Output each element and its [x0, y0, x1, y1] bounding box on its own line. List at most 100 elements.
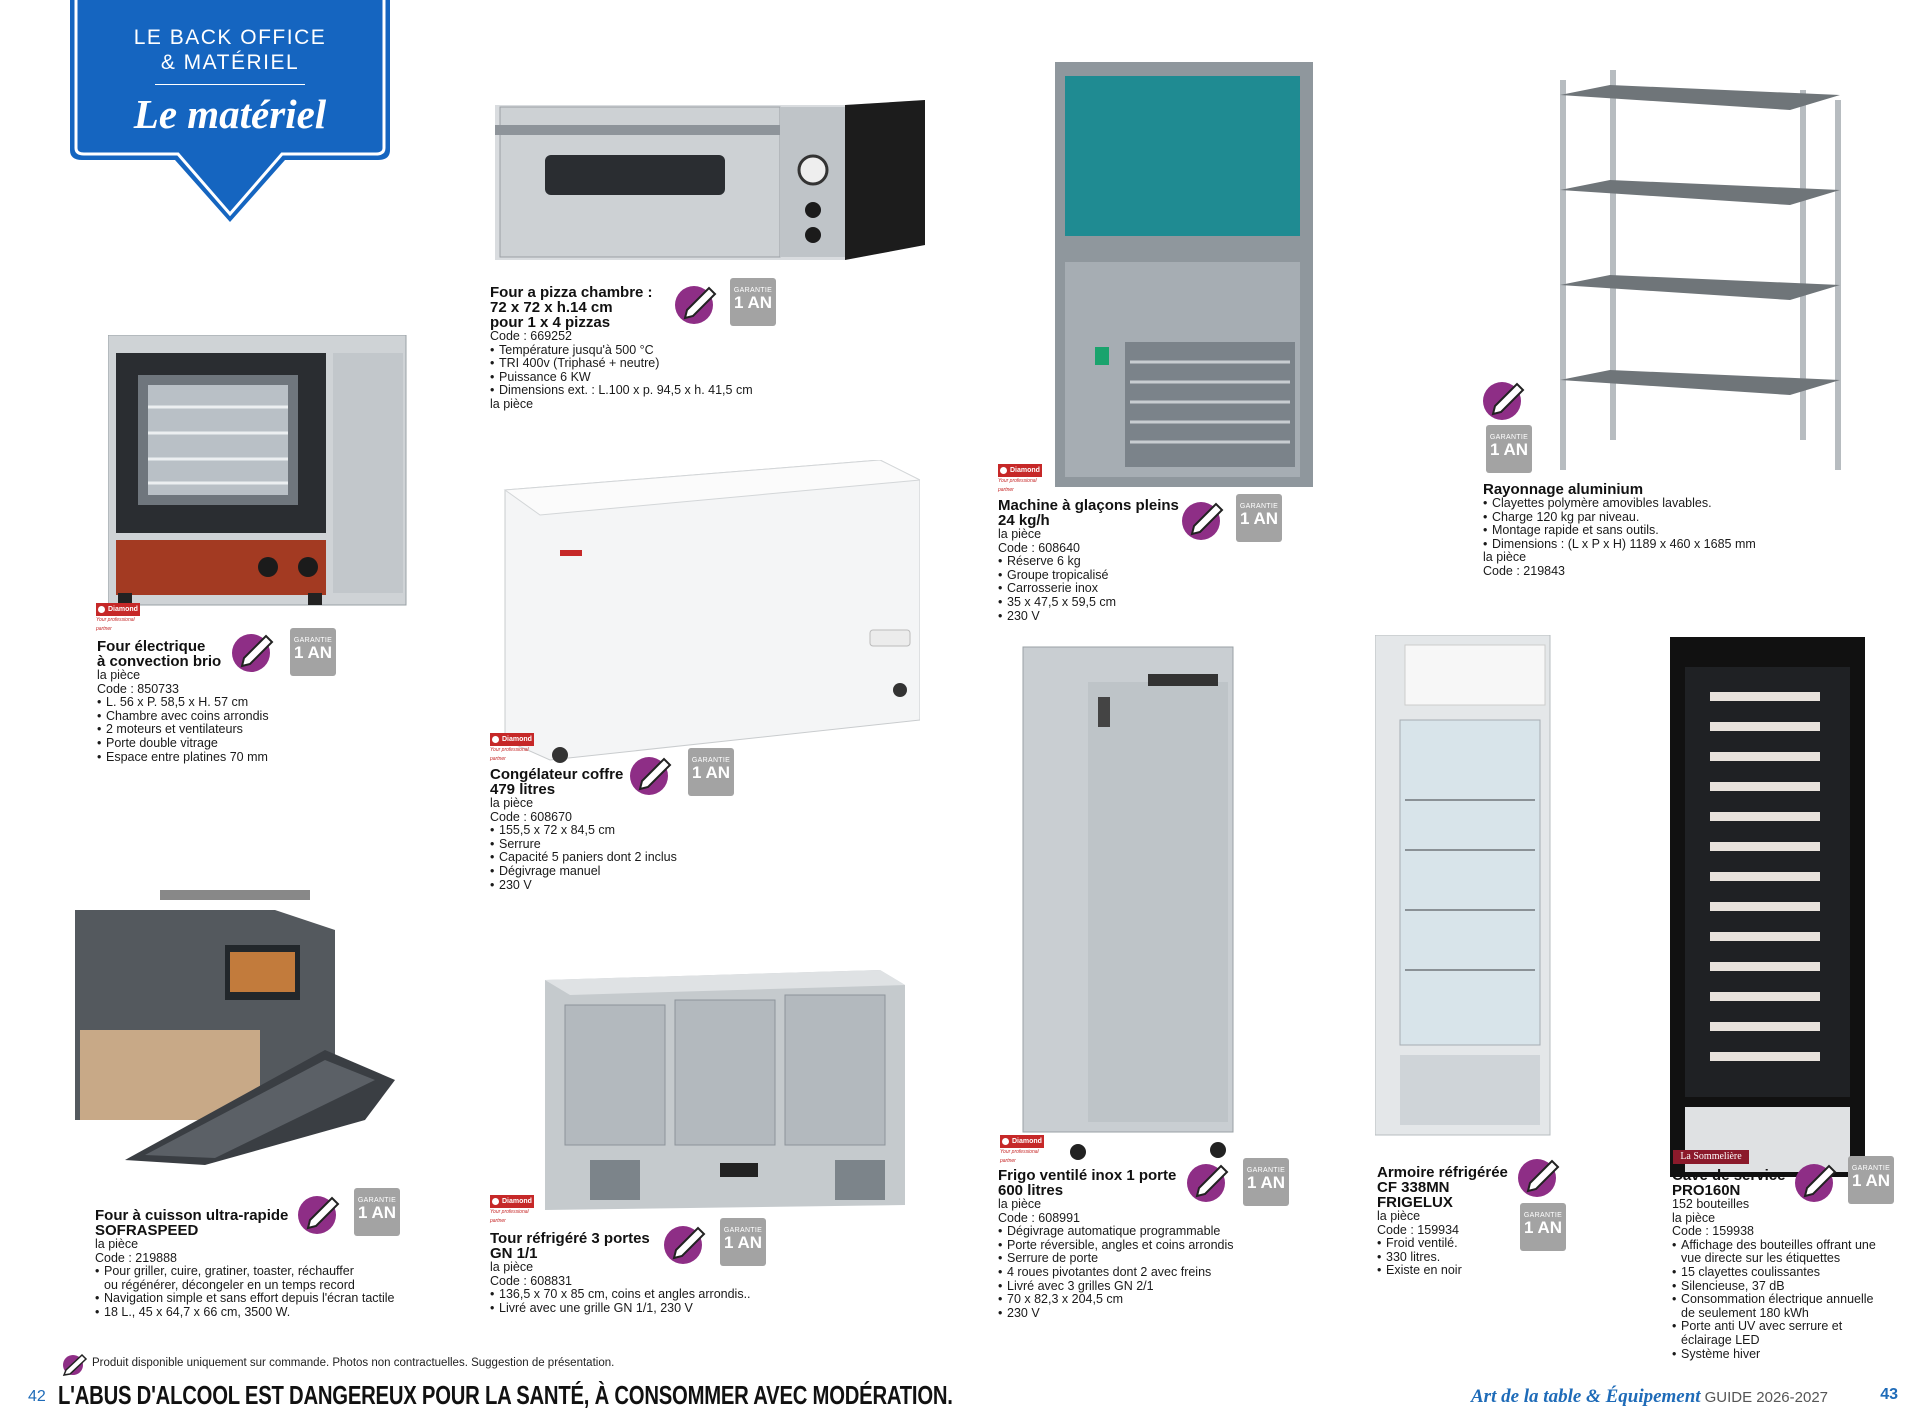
- spec-item: 15 clayettes coulissantes: [1672, 1265, 1887, 1280]
- wine-cabinet-image: [1670, 637, 1865, 1177]
- product-specs: Affichage des bouteilles offrant une vue…: [1672, 1238, 1887, 1362]
- product-code: Code : 219843: [1483, 563, 1566, 578]
- spec-item: Pour griller, cuire, gratiner, toaster, …: [95, 1264, 365, 1292]
- brand-logo-tagline: Your professional partner: [490, 747, 529, 762]
- spec-item: Montage rapide et sans outils.: [1483, 524, 1783, 538]
- product-unit: la pièce: [998, 1197, 1042, 1211]
- brand-logo-name: Diamond: [998, 464, 1042, 477]
- order-only-icon: [1187, 1160, 1231, 1204]
- product-unit: la pièce: [1377, 1209, 1421, 1223]
- spec-item: 330 litres.: [1377, 1250, 1527, 1265]
- spec-item: 155,5 x 72 x 84,5 cm: [490, 824, 710, 838]
- spec-item: 35 x 47,5 x 59,5 cm: [998, 595, 1218, 610]
- convection-oven-image: [108, 335, 407, 606]
- spec-item: Serrure de porte: [998, 1252, 1258, 1266]
- order-only-icon: [232, 630, 276, 674]
- spec-item: Dégivrage automatique programmable: [998, 1225, 1258, 1239]
- order-only-icon: [60, 1352, 90, 1376]
- order-only-icon: [1518, 1155, 1562, 1199]
- page-number-right: 43: [1880, 1386, 1898, 1403]
- order-only-icon: [675, 282, 719, 326]
- product-code: Code : 159934: [1377, 1222, 1460, 1237]
- spec-item: Affichage des bouteilles offrant une vue…: [1672, 1238, 1887, 1266]
- product-code: Code : 669252: [490, 329, 573, 343]
- product-rayonnage: Rayonnage aluminium Clayettes polymère a…: [1483, 482, 1783, 579]
- guide-title: Art de la table & Équipement: [1471, 1386, 1701, 1407]
- spec-item: L. 56 x P. 58,5 x H. 57 cm: [97, 696, 317, 710]
- badge-divider: [155, 84, 305, 85]
- order-only-icon: [1795, 1160, 1839, 1204]
- spec-item: Froid ventilé.: [1377, 1237, 1527, 1251]
- product-code: Code : 608640: [998, 540, 1081, 555]
- product-code: Code : 608670: [490, 809, 573, 824]
- brand-logo-tagline: Your professional partner: [998, 478, 1037, 493]
- spec-item: Existe en noir: [1377, 1264, 1527, 1278]
- product-unit: la pièce: [95, 1237, 139, 1251]
- order-only-icon: [298, 1192, 342, 1236]
- product-specs: Dégivrage automatique programmable Porte…: [998, 1225, 1258, 1320]
- product-code: Code : 159938: [1672, 1224, 1755, 1239]
- brand-logo-name: Diamond: [490, 733, 534, 746]
- spec-item: Système hiver: [1672, 1347, 1887, 1362]
- spec-item: Porte réversible, angles et coins arrond…: [998, 1238, 1258, 1253]
- la-sommeliere-logo: La Sommelière: [1673, 1150, 1749, 1164]
- spec-item: Dimensions : (L x P x H) 1189 x 460 x 16…: [1483, 537, 1783, 552]
- badge-line1: LE BACK OFFICE: [133, 26, 327, 49]
- product-unit: la pièce: [490, 796, 534, 810]
- product-unit: la pièce: [490, 396, 534, 411]
- product-code: Code : 219888: [95, 1250, 178, 1265]
- page-title: Le matériel: [133, 91, 327, 137]
- order-only-icon: [1483, 378, 1527, 422]
- shelving-image: [1560, 70, 1841, 470]
- product-specs: L. 56 x P. 58,5 x H. 57 cm Chambre avec …: [97, 696, 317, 764]
- product-specs: 155,5 x 72 x 84,5 cm Serrure Capacité 5 …: [490, 824, 710, 892]
- product-unit: la pièce: [1483, 550, 1527, 565]
- product-unit: la pièce: [97, 668, 141, 682]
- spec-item: Serrure: [490, 837, 710, 852]
- spec-item: 136,5 x 70 x 85 cm, coins et angles arro…: [490, 1288, 790, 1302]
- stainless-fridge-image: [1022, 646, 1234, 1160]
- product-specs: Clayettes polymère amovibles lavables. C…: [1483, 496, 1783, 552]
- footnote: Produit disponible uniquement sur comman…: [92, 1357, 615, 1369]
- product-specs: Température jusqu'à 500 °C TRI 400v (Tri…: [490, 343, 780, 398]
- product-name: Rayonnage aluminium: [1483, 481, 1644, 498]
- spec-item: Silencieuse, 37 dB: [1672, 1279, 1887, 1294]
- brand-logo-name: Diamond: [1000, 1135, 1044, 1148]
- health-warning: L'ABUS D'ALCOOL EST DANGEREUX POUR LA SA…: [58, 1380, 953, 1410]
- order-only-icon: [630, 753, 674, 797]
- pizza-oven-image: [495, 100, 925, 260]
- brand-logo-name: Diamond: [96, 603, 140, 616]
- ice-machine-image: [1055, 62, 1313, 487]
- spec-item: Chambre avec coins arrondis: [97, 709, 317, 724]
- spec-item: TRI 400v (Triphasé + neutre): [490, 357, 780, 371]
- rapid-cook-oven-image: [75, 890, 395, 1165]
- order-only-icon: [664, 1222, 708, 1266]
- product-specs: Réserve 6 kg Groupe tropicalisé Carrosse…: [998, 555, 1218, 623]
- spec-item: 230 V: [998, 609, 1218, 624]
- section-badge: LE BACK OFFICE & MATÉRIEL Le matériel: [70, 0, 390, 230]
- badge-shape: [70, 0, 390, 222]
- spec-item: Espace entre platines 70 mm: [97, 750, 317, 765]
